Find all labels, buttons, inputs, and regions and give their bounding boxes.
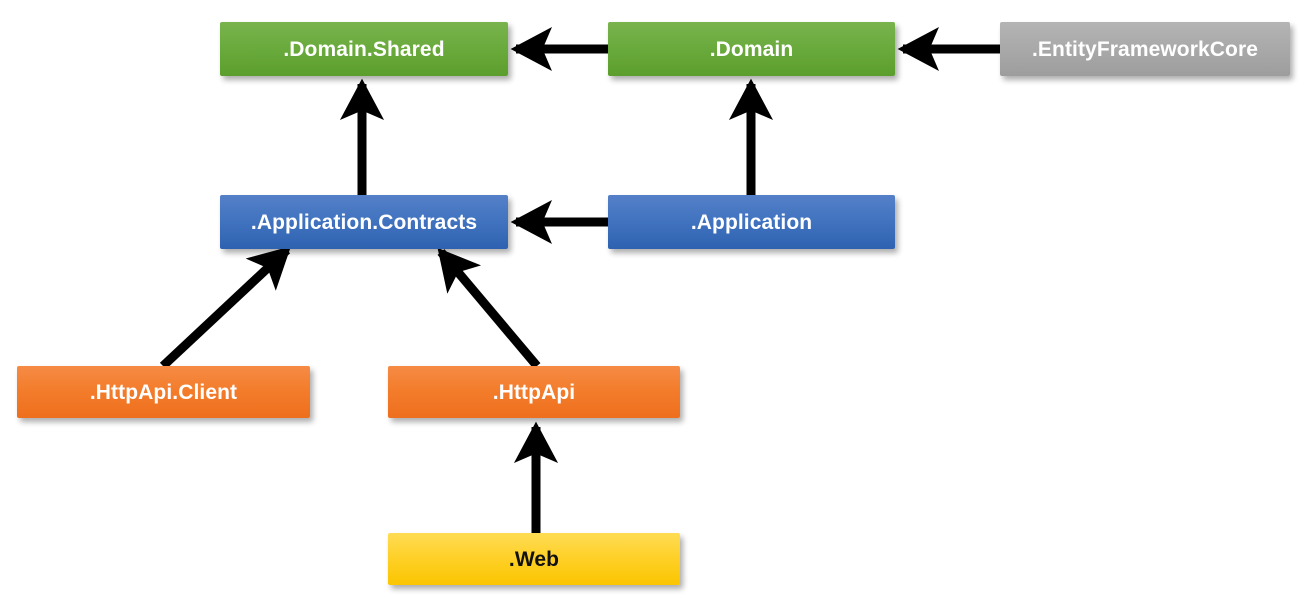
node-domain-shared-label: .Domain.Shared [283, 37, 445, 61]
node-httpapi[interactable]: .HttpApi [388, 366, 680, 418]
node-entity-framework-core[interactable]: .EntityFrameworkCore [1000, 22, 1290, 76]
arrow-httpapi-client-to-application-contracts [159, 246, 291, 370]
arrow-httpapi-to-application-contracts [437, 247, 541, 369]
node-web-label: .Web [508, 547, 560, 571]
node-web[interactable]: .Web [388, 533, 680, 585]
node-httpapi-label: .HttpApi [492, 380, 576, 404]
node-domain[interactable]: .Domain [608, 22, 895, 76]
node-application-contracts-label: .Application.Contracts [250, 210, 478, 234]
node-domain-label: .Domain [709, 37, 794, 61]
node-httpapi-client-label: .HttpApi.Client [89, 380, 238, 404]
node-application-label: .Application [690, 210, 813, 234]
node-entity-framework-core-label: .EntityFrameworkCore [1031, 37, 1259, 61]
node-httpapi-client[interactable]: .HttpApi.Client [17, 366, 310, 418]
node-application[interactable]: .Application [608, 195, 895, 249]
node-application-contracts[interactable]: .Application.Contracts [220, 195, 508, 249]
node-domain-shared[interactable]: .Domain.Shared [220, 22, 508, 76]
